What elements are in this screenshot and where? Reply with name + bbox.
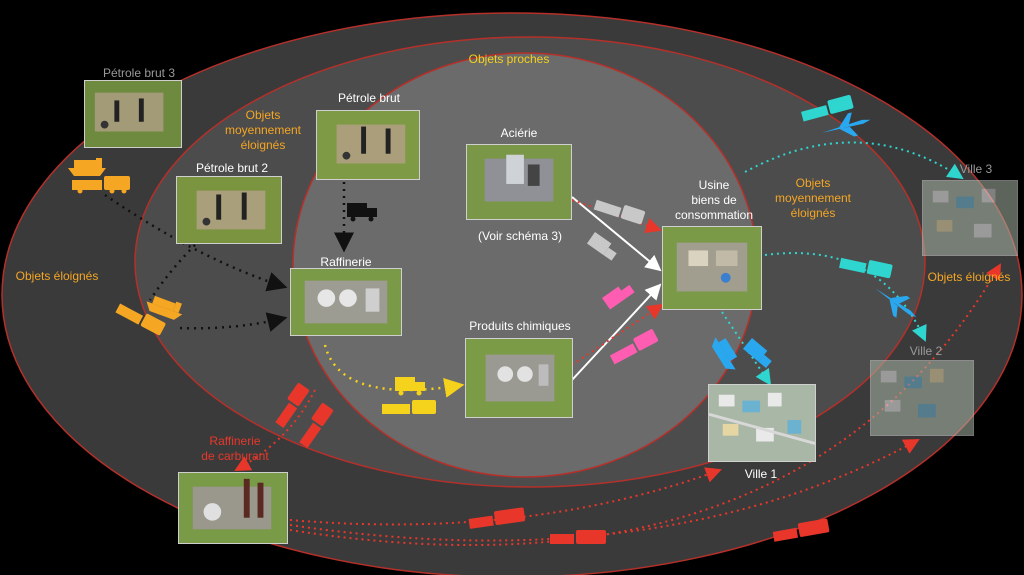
refinery-tile bbox=[290, 268, 402, 336]
label-steel-mill-note: (Voir schéma 3) bbox=[458, 229, 582, 244]
label-city-1: Ville 1 bbox=[726, 467, 796, 482]
steel-mill-tile bbox=[466, 144, 572, 220]
label-fuel-refinery: Raffinerie de carburant bbox=[180, 434, 290, 464]
zone-label-far-left: Objets éloignés bbox=[2, 269, 112, 284]
label-goods-factory: Usine biens de consommation bbox=[652, 178, 776, 223]
crude-oil-2-tile bbox=[176, 176, 282, 244]
city-2-tile bbox=[870, 360, 974, 436]
label-chemicals: Produits chimiques bbox=[452, 319, 588, 334]
label-crude-oil-2: Pétrole brut 2 bbox=[176, 161, 288, 176]
label-city-2: Ville 2 bbox=[896, 344, 956, 359]
chemicals-tile bbox=[465, 338, 573, 418]
zone-label-far-right: Objets éloignés bbox=[914, 270, 1024, 285]
city-3-tile bbox=[922, 180, 1018, 256]
city-1-tile bbox=[708, 384, 816, 462]
label-city-3: Ville 3 bbox=[946, 162, 1006, 177]
zone-label-near: Objets proches bbox=[450, 52, 568, 67]
fuel-refinery-tile bbox=[178, 472, 288, 544]
label-crude-oil: Pétrole brut bbox=[316, 91, 422, 106]
crude-oil-tile bbox=[316, 110, 420, 180]
label-refinery: Raffinerie bbox=[296, 255, 396, 270]
label-crude-oil-3: Pétrole brut 3 bbox=[84, 66, 194, 81]
zone-label-mid-left: Objets moyennement éloignés bbox=[210, 108, 316, 153]
label-steel-mill: Aciérie bbox=[466, 126, 572, 141]
crude-oil-3-tile bbox=[84, 80, 182, 148]
goods-factory-tile bbox=[662, 226, 762, 310]
